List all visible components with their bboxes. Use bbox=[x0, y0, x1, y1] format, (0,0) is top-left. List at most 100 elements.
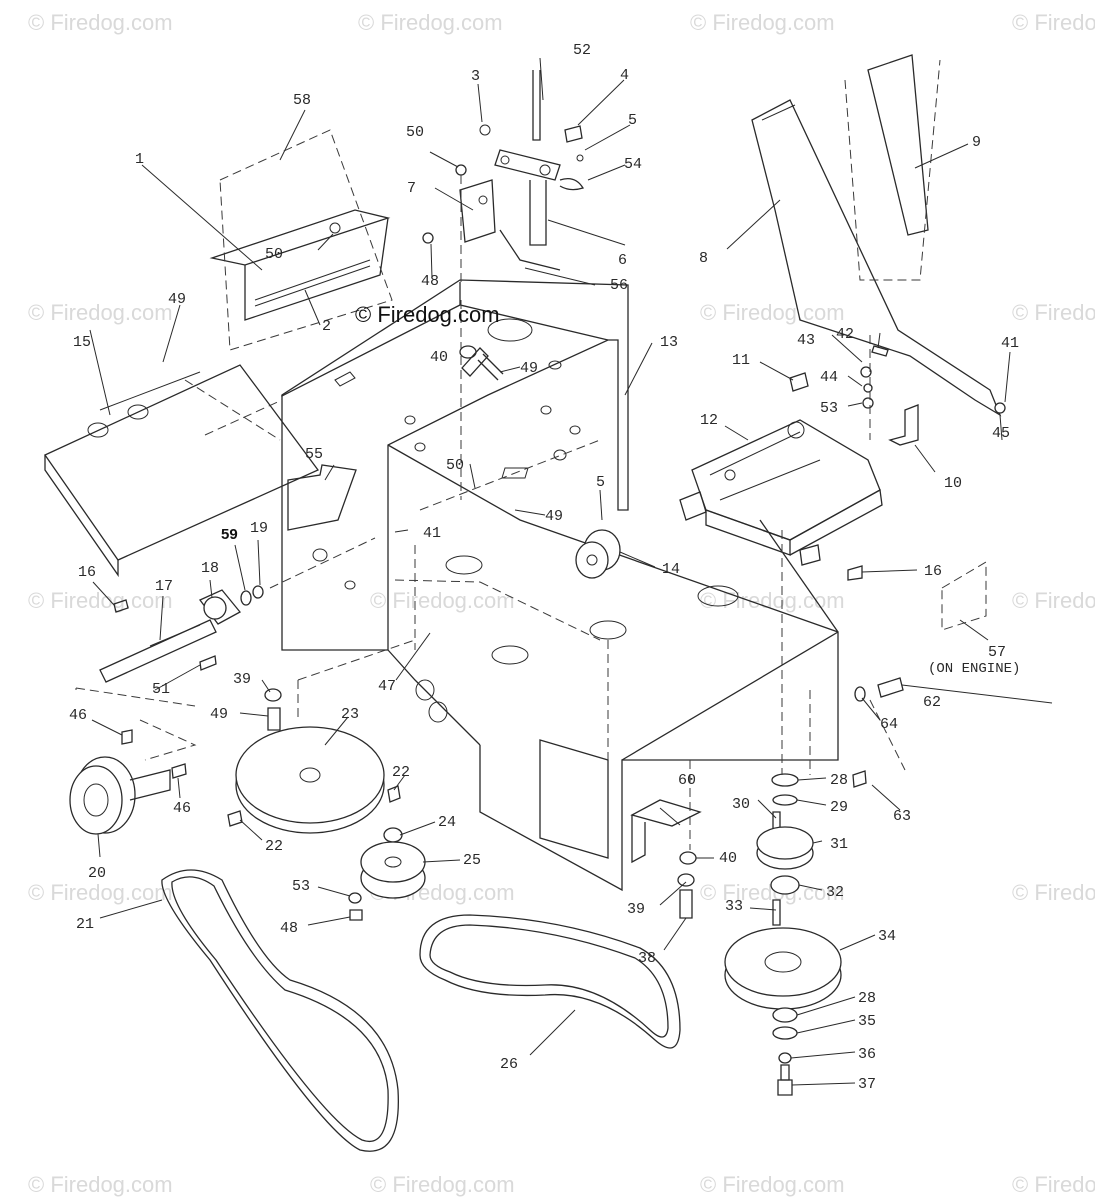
callout-48: 48 bbox=[280, 920, 298, 937]
callout-62: 62 bbox=[923, 694, 941, 711]
callout-3: 3 bbox=[471, 68, 480, 85]
callout-11: 11 bbox=[732, 352, 750, 369]
callout-17: 17 bbox=[155, 578, 173, 595]
callout-53: 53 bbox=[820, 400, 838, 417]
pulley-20 bbox=[69, 729, 187, 835]
callout-52: 52 bbox=[573, 42, 591, 59]
callout-38: 38 bbox=[638, 950, 656, 967]
center-hardware bbox=[459, 345, 504, 381]
callout-23: 23 bbox=[341, 706, 359, 723]
callout-22: 22 bbox=[392, 764, 410, 781]
leader-lines bbox=[89, 57, 1053, 1086]
idler-pulley-25 bbox=[348, 827, 426, 921]
watermark: © Firedog.com bbox=[1012, 880, 1095, 905]
callout-40: 40 bbox=[430, 349, 448, 366]
callout-47: 47 bbox=[378, 678, 396, 695]
callout-50: 50 bbox=[406, 124, 424, 141]
callout-5: 5 bbox=[596, 474, 605, 491]
callout-59: 59 bbox=[221, 526, 238, 543]
callout-41: 41 bbox=[423, 525, 441, 542]
watermark: © Firedog.com bbox=[700, 300, 845, 325]
callout-43: 43 bbox=[797, 332, 815, 349]
assembly-lines bbox=[75, 335, 906, 850]
callout-7: 7 bbox=[407, 180, 416, 197]
callout-29: 29 bbox=[830, 799, 848, 816]
callout-10: 10 bbox=[944, 475, 962, 492]
callout-58: 58 bbox=[293, 92, 311, 109]
watermark: © Firedog.com bbox=[1012, 300, 1095, 325]
main-frame-housing bbox=[281, 279, 839, 892]
callout-33: 33 bbox=[725, 898, 743, 915]
pulley-23 bbox=[227, 688, 401, 834]
callout-15: 15 bbox=[73, 334, 91, 351]
shift-linkage bbox=[422, 70, 584, 500]
callout-numbers: 1 2 3 4 5 5 6 7 8 9 10 11 12 13 14 15 16… bbox=[69, 42, 1020, 1093]
callout-48: 48 bbox=[421, 273, 439, 290]
watermark: © Firedog.com bbox=[28, 588, 173, 613]
callout-46: 46 bbox=[69, 707, 87, 724]
watermark: © Firedog.com bbox=[28, 10, 173, 35]
output-pulley-stack bbox=[724, 530, 842, 1096]
handle-8 bbox=[751, 99, 1002, 417]
callout-40: 40 bbox=[719, 850, 737, 867]
callout-57: 57 bbox=[988, 644, 1006, 661]
input-shaft-assembly bbox=[99, 439, 601, 683]
callout-42: 42 bbox=[836, 326, 854, 343]
watermark: © Firedog.com bbox=[1012, 10, 1095, 35]
gearbox-12 bbox=[679, 419, 883, 566]
watermark: © Firedog.com bbox=[1012, 1172, 1095, 1197]
callout-41: 41 bbox=[1001, 335, 1019, 352]
callout-63: 63 bbox=[893, 808, 911, 825]
key-16-right bbox=[847, 565, 863, 581]
callout-12: 12 bbox=[700, 412, 718, 429]
watermark: © Firedog.com bbox=[28, 1172, 173, 1197]
callout-44: 44 bbox=[820, 369, 838, 386]
callout-50: 50 bbox=[446, 457, 464, 474]
callout-21: 21 bbox=[76, 916, 94, 933]
callout-53: 53 bbox=[292, 878, 310, 895]
callout-49: 49 bbox=[168, 291, 186, 308]
callout-13: 13 bbox=[660, 334, 678, 351]
callout-36: 36 bbox=[858, 1046, 876, 1063]
callout-1: 1 bbox=[135, 151, 144, 168]
callout-55: 55 bbox=[305, 446, 323, 463]
callout-5: 5 bbox=[628, 112, 637, 129]
callout-18: 18 bbox=[201, 560, 219, 577]
handle-9 bbox=[844, 54, 941, 281]
drive-belt-21 bbox=[161, 869, 399, 1152]
watermark: © Firedog.com bbox=[700, 1172, 845, 1197]
callout-49: 49 bbox=[210, 706, 228, 723]
coupler-14 bbox=[575, 529, 621, 579]
callout-35: 35 bbox=[858, 1013, 876, 1030]
callout-51: 51 bbox=[152, 681, 170, 698]
watermark: © Firedog.com bbox=[358, 10, 503, 35]
watermark: © Firedog.com bbox=[690, 10, 835, 35]
center-watermark: © Firedog.com bbox=[355, 302, 500, 327]
callout-2: 2 bbox=[322, 318, 331, 335]
bracket-10 bbox=[888, 404, 919, 446]
callout-45: 45 bbox=[992, 425, 1010, 442]
callout-9: 9 bbox=[972, 134, 981, 151]
engine-decal-57 bbox=[941, 561, 987, 631]
callout-31: 31 bbox=[830, 836, 848, 853]
callout-26: 26 bbox=[500, 1056, 518, 1073]
callout-6: 6 bbox=[618, 252, 627, 269]
callout-28: 28 bbox=[830, 772, 848, 789]
callout-49: 49 bbox=[520, 360, 538, 377]
callout-46: 46 bbox=[173, 800, 191, 817]
callout-16: 16 bbox=[78, 564, 96, 581]
engine-note: (ON ENGINE) bbox=[928, 661, 1020, 677]
callout-19: 19 bbox=[250, 520, 268, 537]
callout-60: 60 bbox=[678, 772, 696, 789]
callout-39: 39 bbox=[233, 671, 251, 688]
callout-49: 49 bbox=[545, 508, 563, 525]
callout-39: 39 bbox=[627, 901, 645, 918]
side-hardware bbox=[852, 677, 904, 788]
callout-54: 54 bbox=[624, 156, 642, 173]
callout-56: 56 bbox=[610, 277, 628, 294]
callout-16: 16 bbox=[924, 563, 942, 580]
callout-34: 34 bbox=[878, 928, 896, 945]
callout-64: 64 bbox=[880, 716, 898, 733]
watermark: © Firedog.com bbox=[370, 588, 515, 613]
